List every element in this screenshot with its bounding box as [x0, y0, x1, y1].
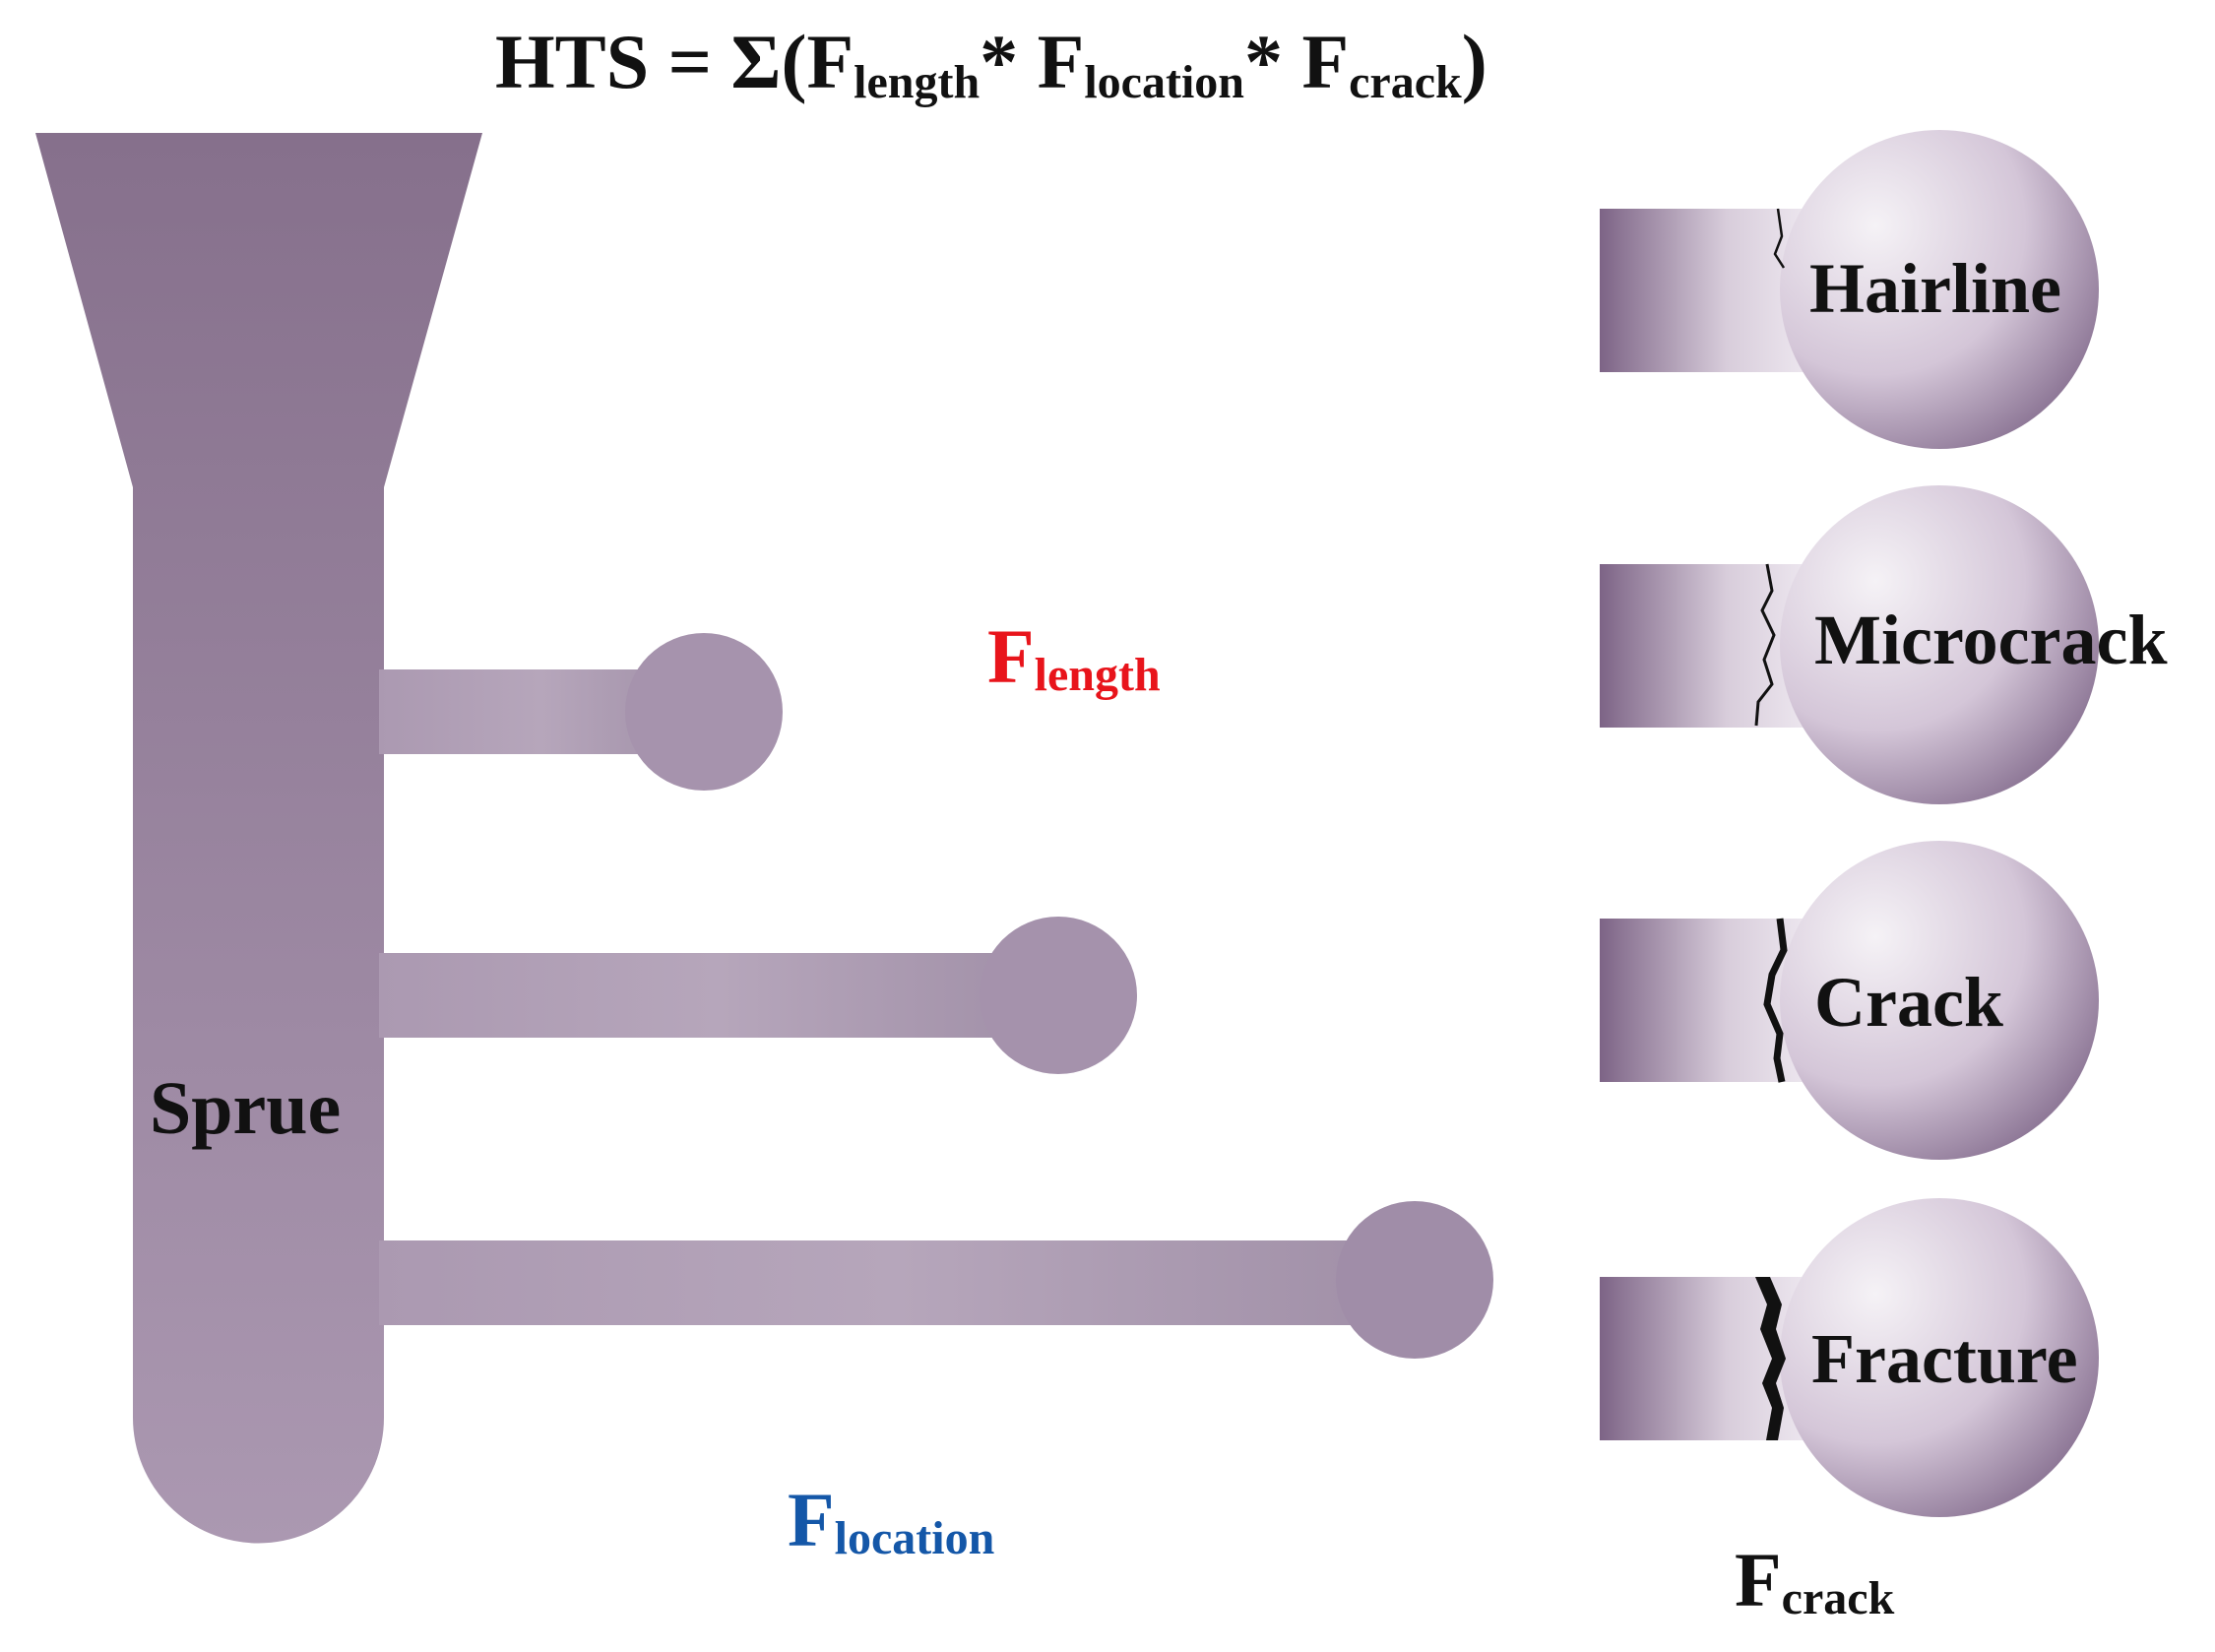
crack-label-fracture: Fracture [1811, 1319, 2078, 1398]
f-crack-sub: crack [1781, 1572, 1895, 1624]
f-location-sub: location [834, 1512, 995, 1564]
specimen-fracture [1600, 1198, 2099, 1517]
formula-sub-crack: crack [1349, 56, 1462, 108]
specimen-hairline [1600, 130, 2099, 449]
formula-mid-1: * F [980, 19, 1085, 104]
hts-formula: HTS = Σ(Flength* Flocation* Fcrack) [495, 24, 1487, 106]
f-length-sub: length [1034, 649, 1161, 701]
f-length-main: F [987, 613, 1035, 699]
crack-label-hairline: Hairline [1809, 249, 2061, 328]
runner-branch-medium [379, 917, 1137, 1074]
formula-sub-length: length [854, 56, 981, 108]
formula-suffix: ) [1461, 19, 1487, 104]
formula-prefix: HTS = Σ(F [495, 19, 854, 104]
runner-branch-short [379, 633, 783, 791]
f-crack-label: Fcrack [1735, 1542, 1894, 1622]
sprue-label: Sprue [150, 1067, 342, 1150]
specimen-crack [1600, 841, 2099, 1160]
crack-label-crack: Crack [1814, 963, 2003, 1042]
f-length-label: Flength [987, 618, 1161, 699]
formula-mid-2: * F [1243, 19, 1350, 104]
crack-label-microcrack: Microcrack [1814, 601, 2168, 679]
f-location-main: F [788, 1477, 835, 1562]
f-crack-main: F [1735, 1537, 1782, 1622]
sprue [35, 133, 482, 1544]
f-location-label: Flocation [788, 1482, 994, 1562]
runner-branch-long [379, 1201, 1493, 1359]
specimen-microcrack [1600, 485, 2099, 804]
formula-sub-location: location [1084, 56, 1244, 108]
